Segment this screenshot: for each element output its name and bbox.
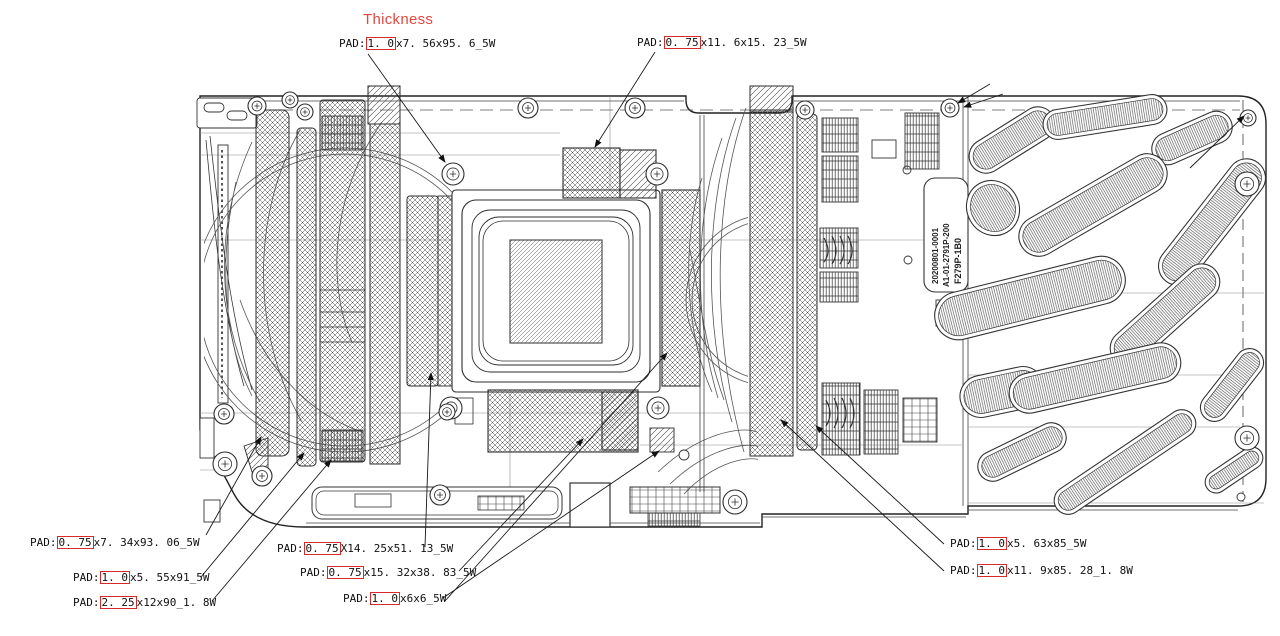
grille-slot [1151,110,1233,166]
grille-slot [1109,263,1221,367]
leader-lines [200,51,1245,602]
screw-icon [247,96,267,116]
serial-label: F279P-1B0 A1-01-2791P-200 20200801-0001 [923,177,969,293]
io-bracket [196,97,258,523]
grille-slot [968,106,1056,174]
screw-icon [213,403,235,425]
serial-line-2: A1-01-2791P-200 [942,223,951,287]
thermal-pad-bars-left [243,85,439,473]
screw-icon [1234,171,1260,197]
screw-icon [517,97,539,119]
grille-slot [1199,347,1265,423]
grille-slot [1018,153,1168,257]
grille-slot [1204,446,1264,494]
grille-slot [934,255,1126,341]
thickness-value-box: 1. 0 [365,37,396,50]
serial-line-3: 20200801-0001 [931,227,940,284]
screw-icon [251,465,273,487]
screw-icon [296,103,314,121]
screw-icon [441,162,465,186]
grille-slot [1008,342,1182,414]
thickness-value-box: 0. 75 [56,536,94,549]
drawing-title: Thickness [363,11,434,28]
thickness-value-box: 2. 25 [99,596,137,609]
serial-line-1: F279P-1B0 [953,238,963,284]
screw-icon [438,403,456,421]
thickness-value-box: 1. 0 [976,564,1007,577]
screw-icon [624,97,646,119]
thickness-value-box: 0. 75 [663,36,701,49]
screw-icon [212,451,238,477]
grille-slot [977,422,1067,482]
thickness-value-box: 0. 75 [303,542,341,555]
screw-icon [795,100,815,120]
screws [212,91,1260,515]
screw-icon [645,162,669,186]
thickness-value-box: 1. 0 [99,571,130,584]
screw-icon [1234,425,1260,451]
thickness-value-box: 0. 75 [326,566,364,579]
pcb-components [819,112,947,456]
thickness-value-box: 1. 0 [976,537,1007,550]
screw-icon [646,396,670,420]
grille-slot [1053,409,1197,515]
gpu-area [437,147,701,453]
thickness-value-box: 1. 0 [369,592,400,605]
screw-icon [429,484,451,506]
pin-hole [678,449,690,461]
thermal-pad-bars-right [749,85,818,457]
screw-icon [722,489,748,515]
pin-hole [1236,492,1246,502]
grille-slot [965,179,1021,237]
grille-slot [1042,94,1168,140]
screw-icon [940,98,960,118]
screw-icon [281,91,299,109]
